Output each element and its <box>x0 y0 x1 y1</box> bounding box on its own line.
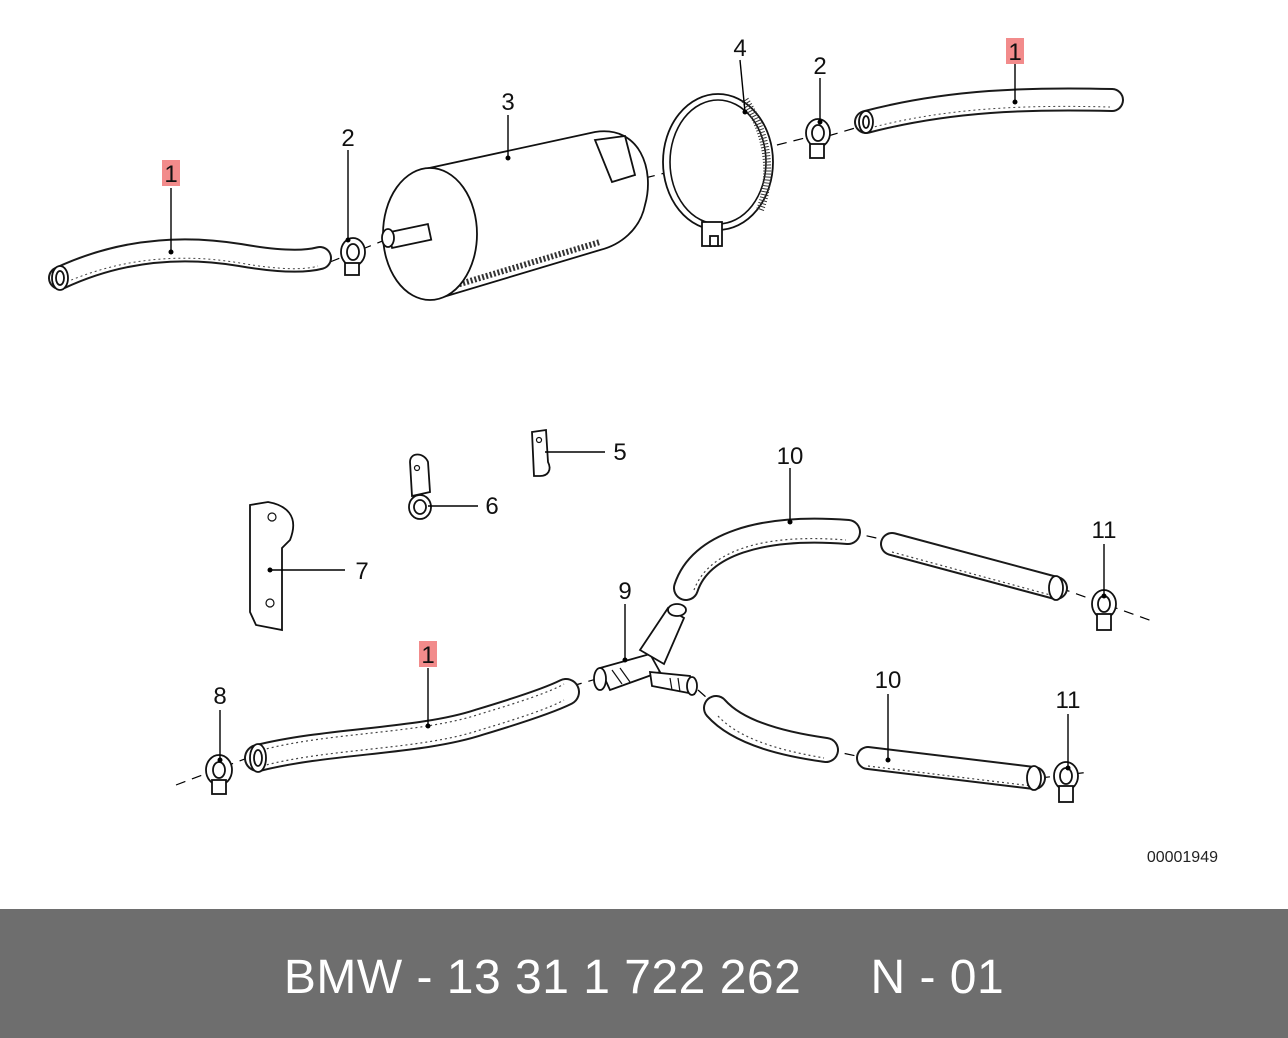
callout-y-connector: 9 <box>618 578 631 605</box>
hose-clamp-upper-right <box>1091 589 1117 631</box>
axis-line-top-mid <box>644 137 806 179</box>
callout-hose-right: 1 <box>1008 39 1021 66</box>
callout-clamp-left: 2 <box>341 125 354 152</box>
filter-bracket <box>662 93 774 247</box>
holder-part <box>408 453 478 520</box>
callout-clamp-lower-left: 8 <box>213 683 226 710</box>
callout-hose-upper-branch: 10 <box>777 443 804 470</box>
highlight-marker-top-left <box>162 160 180 186</box>
fuel-hose-lower-main <box>244 678 580 773</box>
callout-hose-lower-main: 1 <box>421 642 434 669</box>
callout-hose-lower-branch: 10 <box>875 667 902 694</box>
highlight-marker-top-right <box>1006 38 1024 64</box>
parts-diagram: 1 2 3 4 2 1 5 6 7 <box>48 35 1218 866</box>
hose-clamp-lower-left <box>205 754 233 795</box>
footer-bar <box>0 909 1288 1038</box>
callout-bracket-plate: 7 <box>355 558 368 585</box>
y-connector <box>593 603 698 696</box>
fuel-hose-lower-branch <box>703 695 1046 791</box>
fuel-hose-upper-branch <box>673 517 1068 601</box>
image-code: 00001949 <box>1147 849 1218 866</box>
callout-fuel-filter: 3 <box>501 89 514 116</box>
highlight-marker-lower <box>419 641 437 667</box>
axis-line-top-right <box>827 125 863 137</box>
callout-clip: 5 <box>613 439 626 466</box>
callout-filter-bracket: 4 <box>733 35 746 62</box>
clip-part <box>531 428 605 477</box>
axis-line-top-left <box>329 237 391 263</box>
callout-hose-left: 1 <box>164 161 177 188</box>
fuel-filter <box>381 130 649 301</box>
part-number-caption: BMW - 13 31 1 722 262 N - 01 <box>283 951 1005 1004</box>
fuel-hose-left <box>48 238 332 291</box>
hose-clamp-right <box>805 118 831 159</box>
callout-clamp-right: 2 <box>813 53 826 80</box>
hose-clamp-left <box>340 237 366 276</box>
callout-holder: 6 <box>485 493 498 520</box>
bracket-plate <box>249 501 345 632</box>
callout-clamp-lower-right: 11 <box>1056 687 1081 714</box>
fuel-hose-right <box>854 87 1124 134</box>
callout-clamp-upper-right: 11 <box>1092 517 1117 544</box>
